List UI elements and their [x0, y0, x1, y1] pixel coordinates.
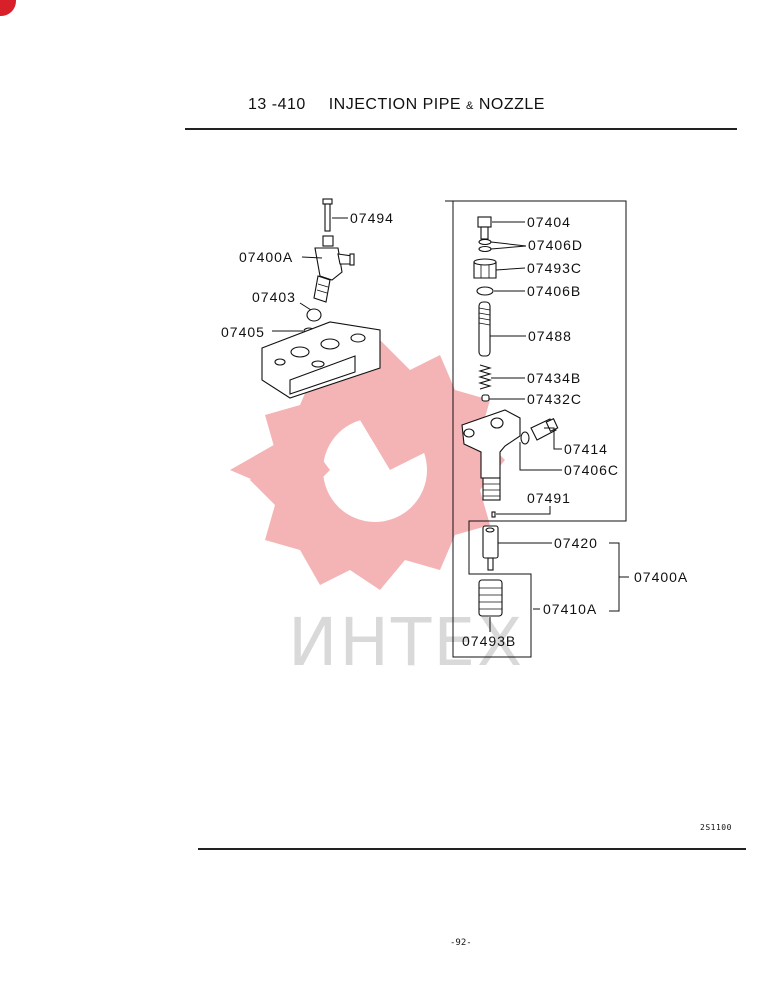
spring-07434B-icon: [478, 364, 492, 390]
label-07400A-left: 07400A: [239, 249, 293, 265]
label-07406C: 07406C: [564, 462, 619, 478]
label-07494: 07494: [350, 210, 394, 226]
label-07491: 07491: [527, 490, 571, 506]
watermark-gear-icon: [230, 340, 505, 590]
label-07420: 07420: [554, 535, 598, 551]
nut-07493C-icon: [473, 258, 497, 279]
label-07488: 07488: [528, 328, 572, 344]
label-07414: 07414: [564, 441, 608, 457]
oring-07406B-icon: [476, 286, 494, 296]
label-07406D: 07406D: [528, 237, 583, 253]
gaskets-07406D-icon: [478, 238, 492, 253]
washer-07406C-icon: [520, 431, 530, 445]
label-07405: 07405: [221, 324, 265, 340]
retaining-nut-07493B-icon: [478, 579, 503, 617]
bolt-07404-icon: [477, 216, 492, 240]
pin-07491-icon: [491, 511, 496, 518]
watermark-text: ИНТЕХ: [288, 604, 524, 681]
cylinder-head-icon: [261, 321, 381, 399]
injector-07400A-icon: [313, 235, 355, 303]
title-ampersand: &: [466, 100, 474, 112]
left-assembly: [261, 198, 381, 399]
label-07493B: 07493B: [462, 633, 516, 649]
bolt-07494-icon: [322, 198, 333, 232]
label-07400A-right: 07400A: [634, 569, 688, 585]
title-right: NOZZLE: [478, 96, 545, 113]
label-07432C: 07432C: [527, 391, 582, 407]
label-07493C: 07493C: [527, 260, 582, 276]
rod-07488-icon: [478, 301, 491, 357]
seat-07432C-icon: [481, 394, 490, 402]
page-title: 13 -410 INJECTION PIPE & NOZZLE: [248, 96, 545, 114]
label-07410A: 07410A: [543, 601, 597, 617]
nozzle-holder-icon: [461, 409, 521, 501]
label-07404: 07404: [527, 214, 571, 230]
label-07403: 07403: [252, 289, 296, 305]
nozzle-07420-icon: [482, 525, 499, 571]
drawing-code: 2S1100: [700, 823, 732, 832]
washer-07403-icon: [306, 308, 322, 322]
title-left: INJECTION PIPE: [328, 96, 462, 113]
label-07406B: 07406B: [527, 283, 581, 299]
header-rule: [185, 128, 737, 130]
label-07434B: 07434B: [527, 370, 581, 386]
page-number: -92-: [450, 938, 472, 948]
exploded-view: [445, 200, 629, 658]
section-number: 13 -410: [248, 96, 306, 113]
footer-rule: [198, 848, 746, 850]
